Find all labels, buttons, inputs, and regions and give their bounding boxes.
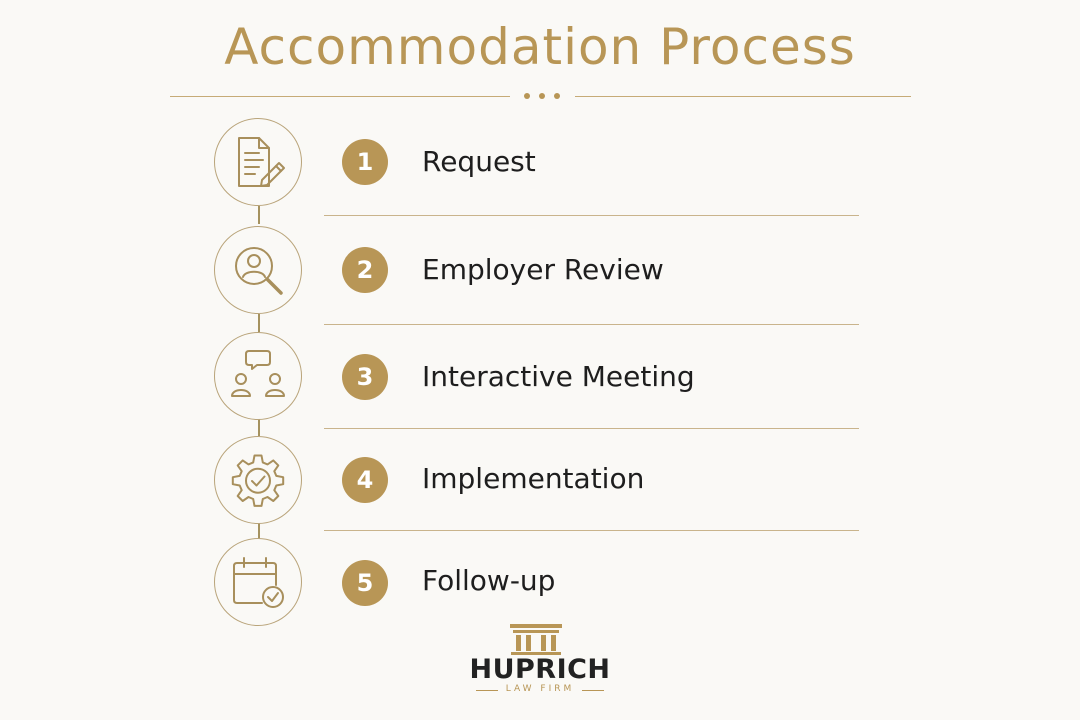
person-search-icon [214, 226, 302, 314]
step-number-badge: 2 [342, 247, 388, 293]
step-number-badge: 4 [342, 457, 388, 503]
step-divider [324, 428, 859, 429]
title-divider-dots [521, 93, 563, 101]
document-edit-icon [214, 118, 302, 206]
step-connector [258, 314, 260, 332]
divider-dot [524, 93, 530, 99]
step-label: Follow-up [422, 564, 556, 597]
divider-dot [539, 93, 545, 99]
step-connector [258, 206, 260, 224]
step-number-badge: 3 [342, 354, 388, 400]
logo-rule [582, 690, 604, 691]
step-label: Employer Review [422, 253, 664, 286]
logo-subtitle: LAW FIRM [505, 684, 575, 694]
step-label: Interactive Meeting [422, 360, 695, 393]
gear-check-icon [214, 436, 302, 524]
logo-name: HUPRICH [469, 654, 611, 685]
step-divider [324, 215, 859, 216]
step-divider [324, 324, 859, 325]
calendar-check-icon [214, 538, 302, 626]
page-title: Accommodation Process [224, 18, 856, 76]
title-divider-left [170, 96, 510, 97]
logo-rule [476, 690, 498, 691]
columns-building-icon [510, 624, 562, 655]
step-connector [258, 522, 260, 540]
step-number-badge: 5 [342, 560, 388, 606]
people-discussion-icon [214, 332, 302, 420]
step-label: Request [422, 145, 536, 178]
step-label: Implementation [422, 462, 645, 495]
title-divider-right [575, 96, 911, 97]
step-divider [324, 530, 859, 531]
step-connector [258, 418, 260, 436]
logo-subtitle-wrap: LAW FIRM [470, 684, 610, 696]
step-number-badge: 1 [342, 139, 388, 185]
divider-dot [554, 93, 560, 99]
